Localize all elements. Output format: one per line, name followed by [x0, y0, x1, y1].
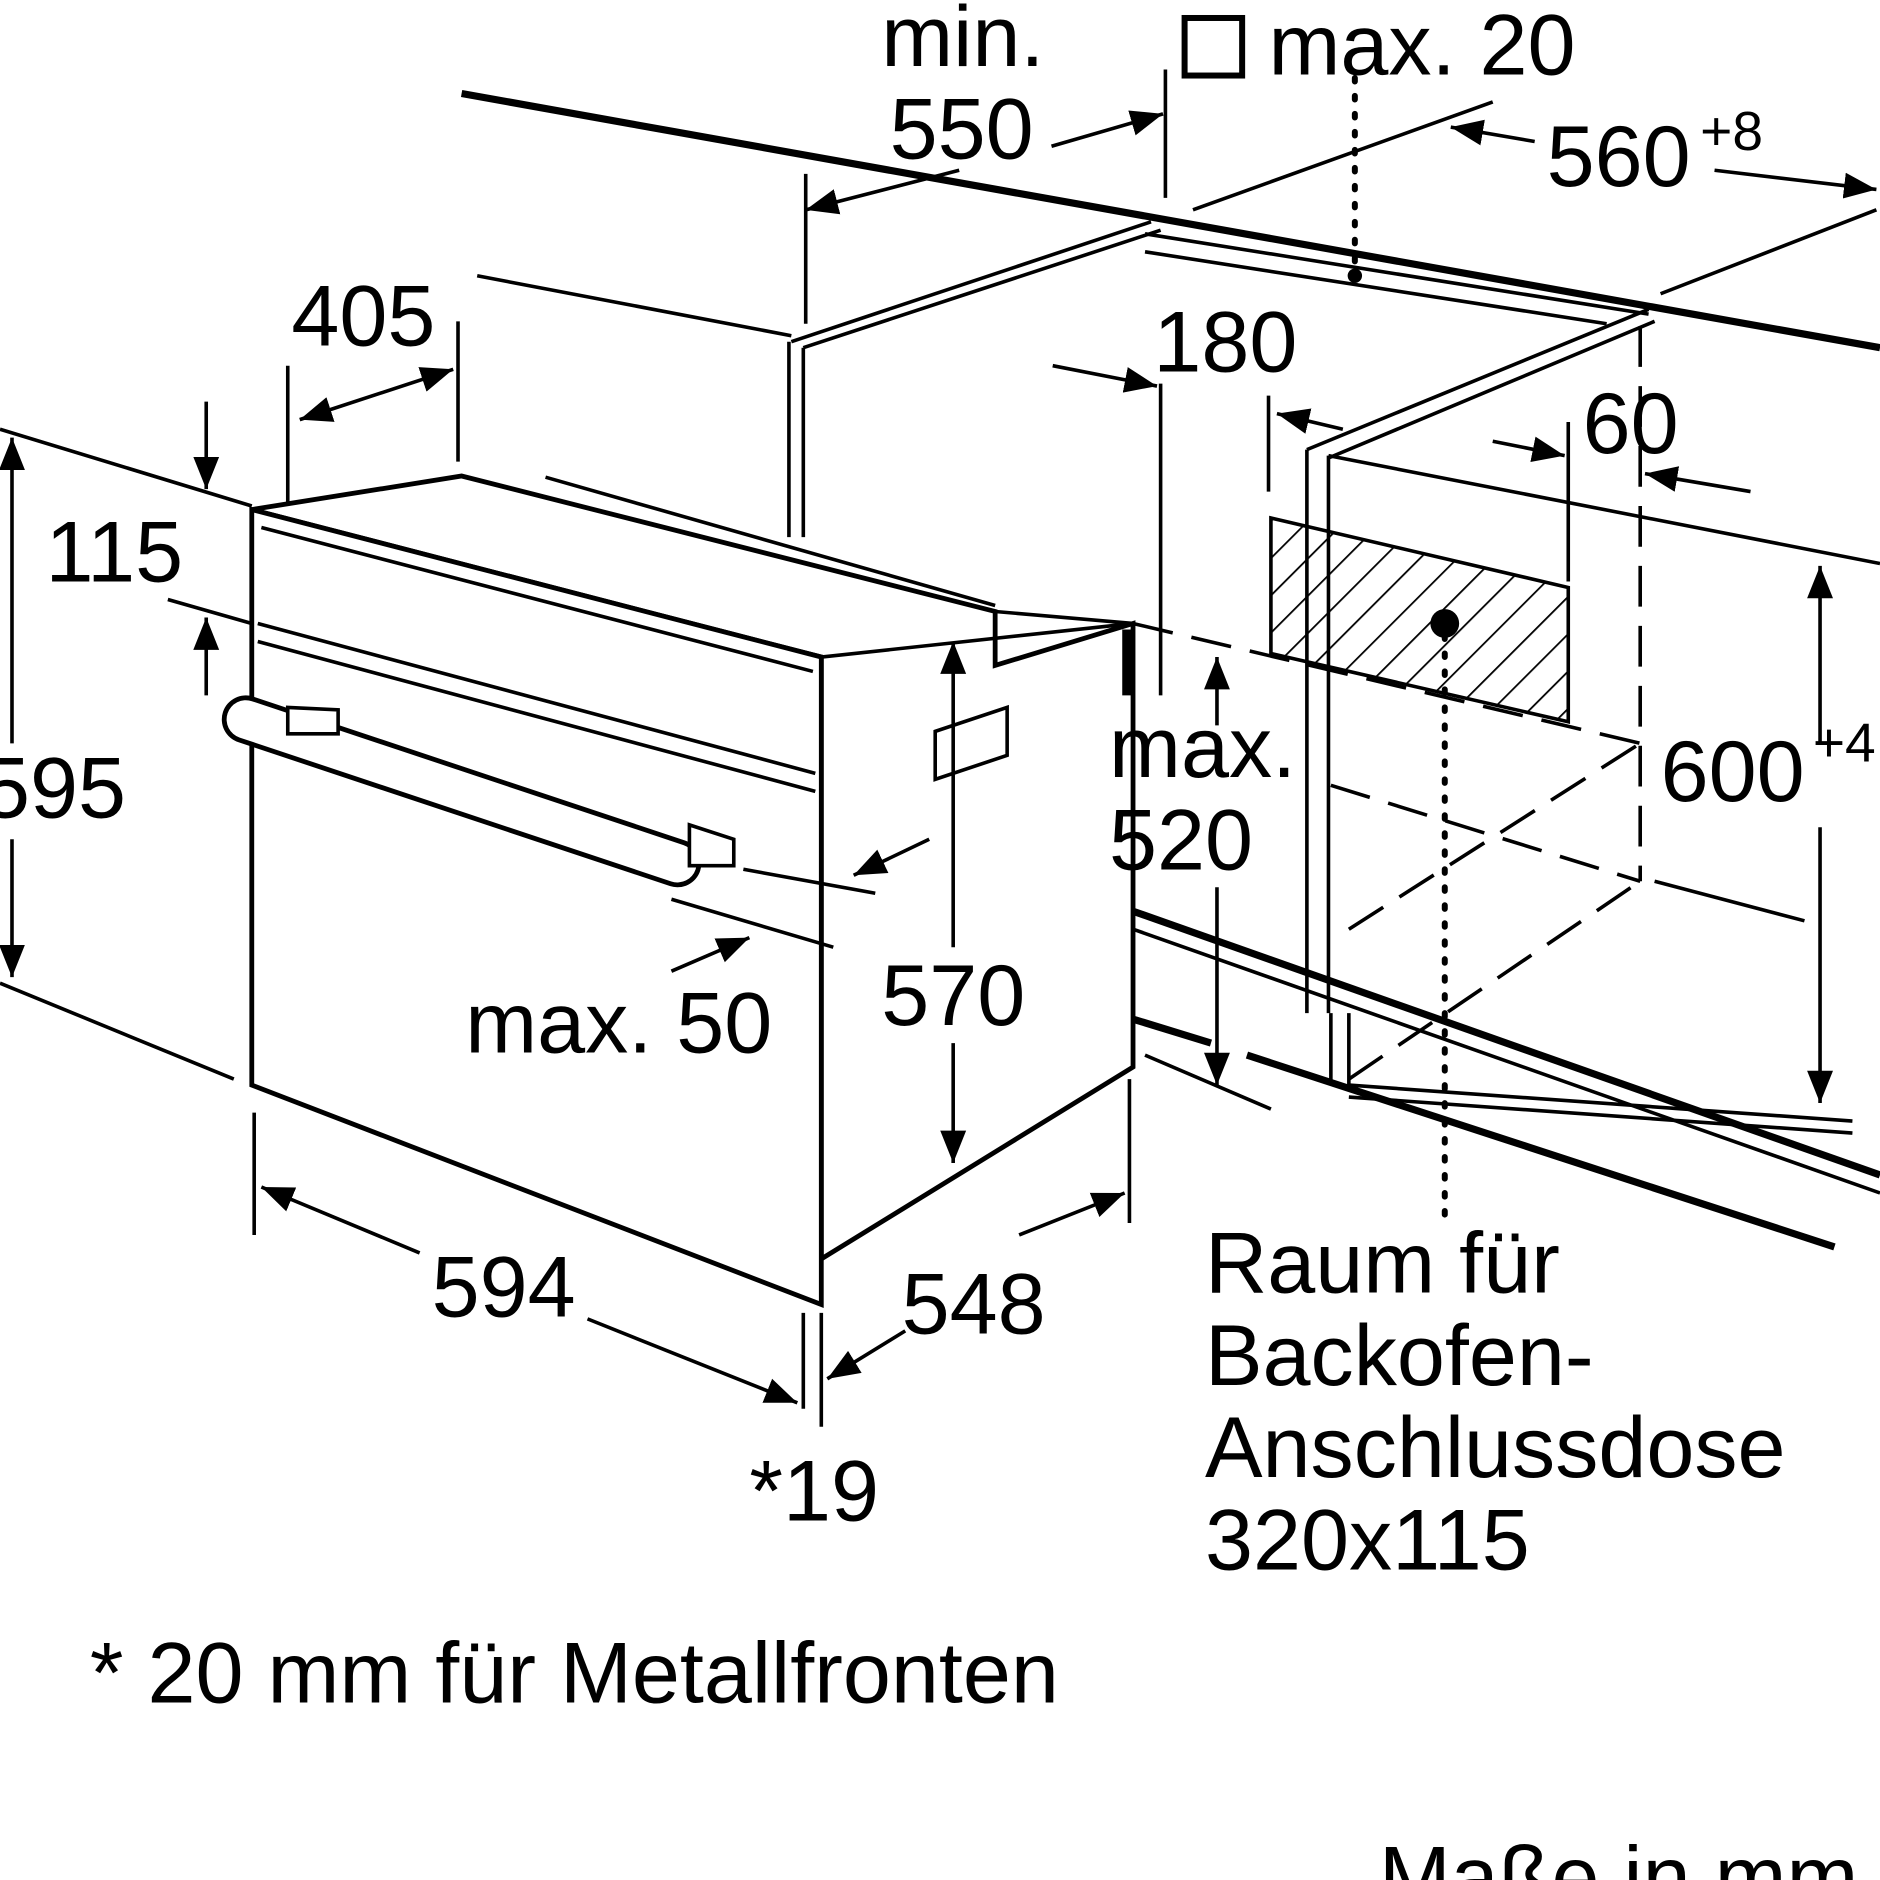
socket-label-line1: Raum für: [1205, 1216, 1560, 1312]
label-548: 548: [902, 1256, 1046, 1352]
label-550: 550: [890, 81, 1034, 177]
label-560-tolerance: +8: [1700, 100, 1763, 162]
label-max20: max. 20: [1269, 0, 1576, 93]
oven: [221, 473, 1136, 1308]
square-symbol-icon: [1181, 14, 1246, 79]
socket-label-line2: Backofen-: [1205, 1308, 1594, 1404]
label-min: min.: [881, 0, 1044, 85]
label-115: 115: [46, 505, 184, 601]
label-19: *19: [749, 1443, 879, 1539]
label-594: 594: [432, 1239, 576, 1335]
label-60: 60: [1583, 376, 1679, 472]
label-595: 595: [0, 741, 126, 837]
label-600: 600: [1661, 724, 1805, 820]
socket-label-line3: Anschlussdose: [1205, 1400, 1786, 1496]
label-max50: max. 50: [465, 976, 772, 1072]
label-600-tolerance: +4: [1813, 711, 1876, 773]
label-520: 520: [1109, 792, 1253, 888]
dimension-lines: [0, 69, 1878, 1427]
oven-door-handle: [221, 695, 736, 888]
socket-label-line4: 320x115: [1205, 1492, 1530, 1588]
label-570: 570: [881, 948, 1025, 1044]
footnote: * 20 mm für Metallfronten: [90, 1626, 1059, 1722]
label-180: 180: [1153, 295, 1297, 391]
label-max: max.: [1109, 700, 1296, 796]
cabinet-niche: [460, 74, 1880, 1251]
units-note: Maße in mm: [1379, 1829, 1859, 1880]
label-560: 560: [1547, 109, 1691, 205]
label-405: 405: [291, 268, 435, 364]
